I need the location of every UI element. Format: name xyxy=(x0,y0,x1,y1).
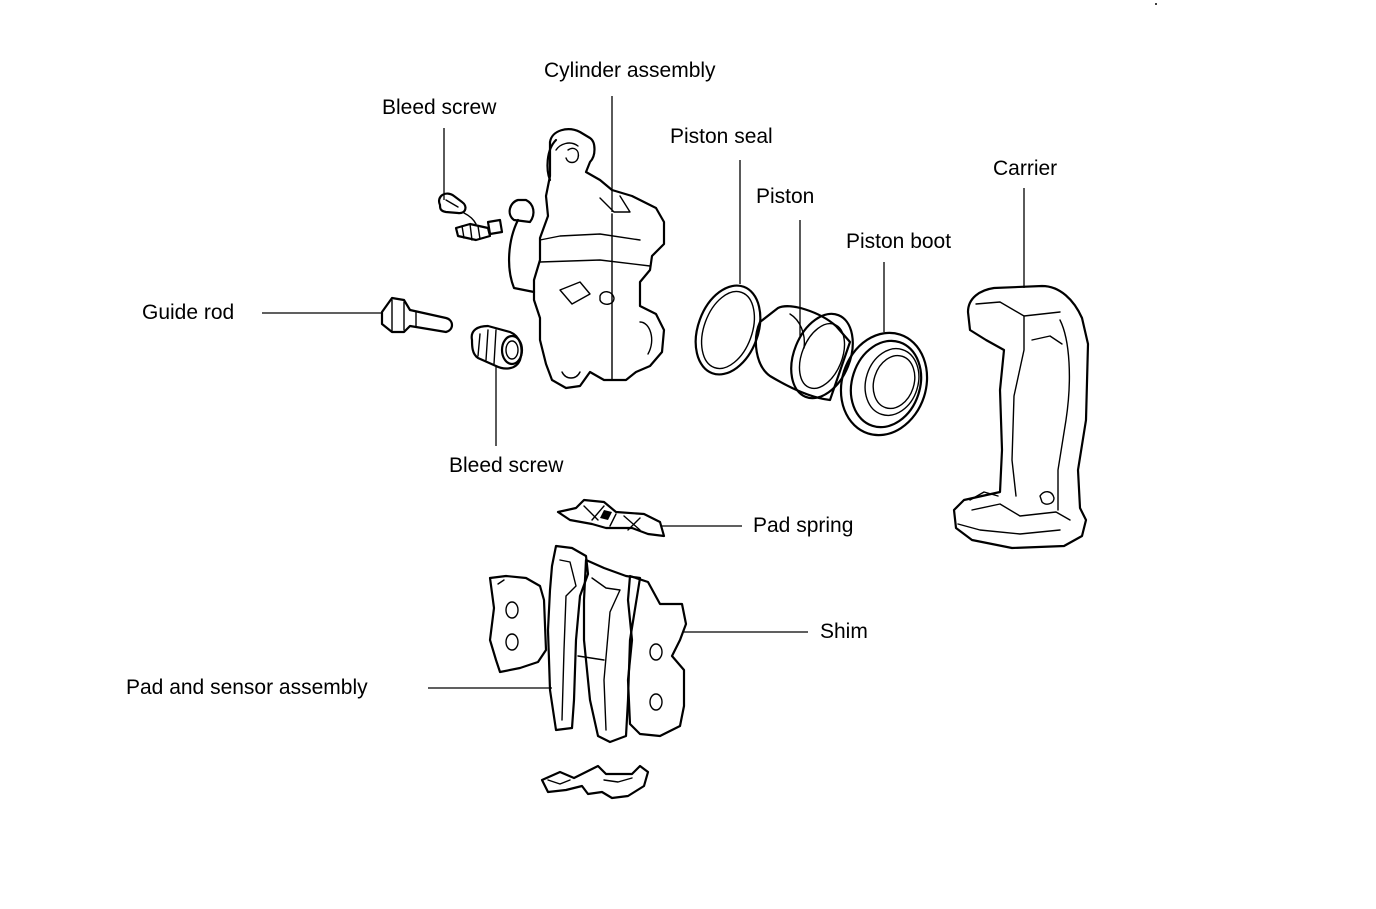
carrier-part xyxy=(952,284,1090,550)
label-bleed-screw-bottom: Bleed screw xyxy=(449,454,564,477)
speck xyxy=(1155,3,1157,5)
label-piston-seal: Piston seal xyxy=(670,125,773,148)
label-cylinder-assembly: Cylinder assembly xyxy=(544,59,716,82)
label-guide-rod: Guide rod xyxy=(142,301,235,324)
label-pad-and-sensor-assembly: Pad and sensor assembly xyxy=(126,676,368,699)
label-shim: Shim xyxy=(820,620,868,643)
piston-boot-part xyxy=(839,331,929,437)
pad-spring-part xyxy=(556,498,666,538)
pad-clip-part xyxy=(540,764,650,800)
label-piston-boot: Piston boot xyxy=(846,230,952,253)
label-carrier: Carrier xyxy=(993,157,1058,180)
piston-part xyxy=(754,305,854,402)
cylinder-assembly-part xyxy=(507,128,666,390)
leader-lines xyxy=(262,96,1025,689)
label-pad-spring: Pad spring xyxy=(753,514,854,537)
guide-rod-part xyxy=(380,296,454,334)
piston-seal-part xyxy=(694,284,762,376)
bleed-screw-top-part xyxy=(438,192,504,242)
pad-and-sensor-assembly-part xyxy=(488,544,688,744)
bleed-screw-bottom-part xyxy=(470,324,524,370)
label-bleed-screw-top: Bleed screw xyxy=(382,96,497,119)
label-piston: Piston xyxy=(756,185,815,208)
